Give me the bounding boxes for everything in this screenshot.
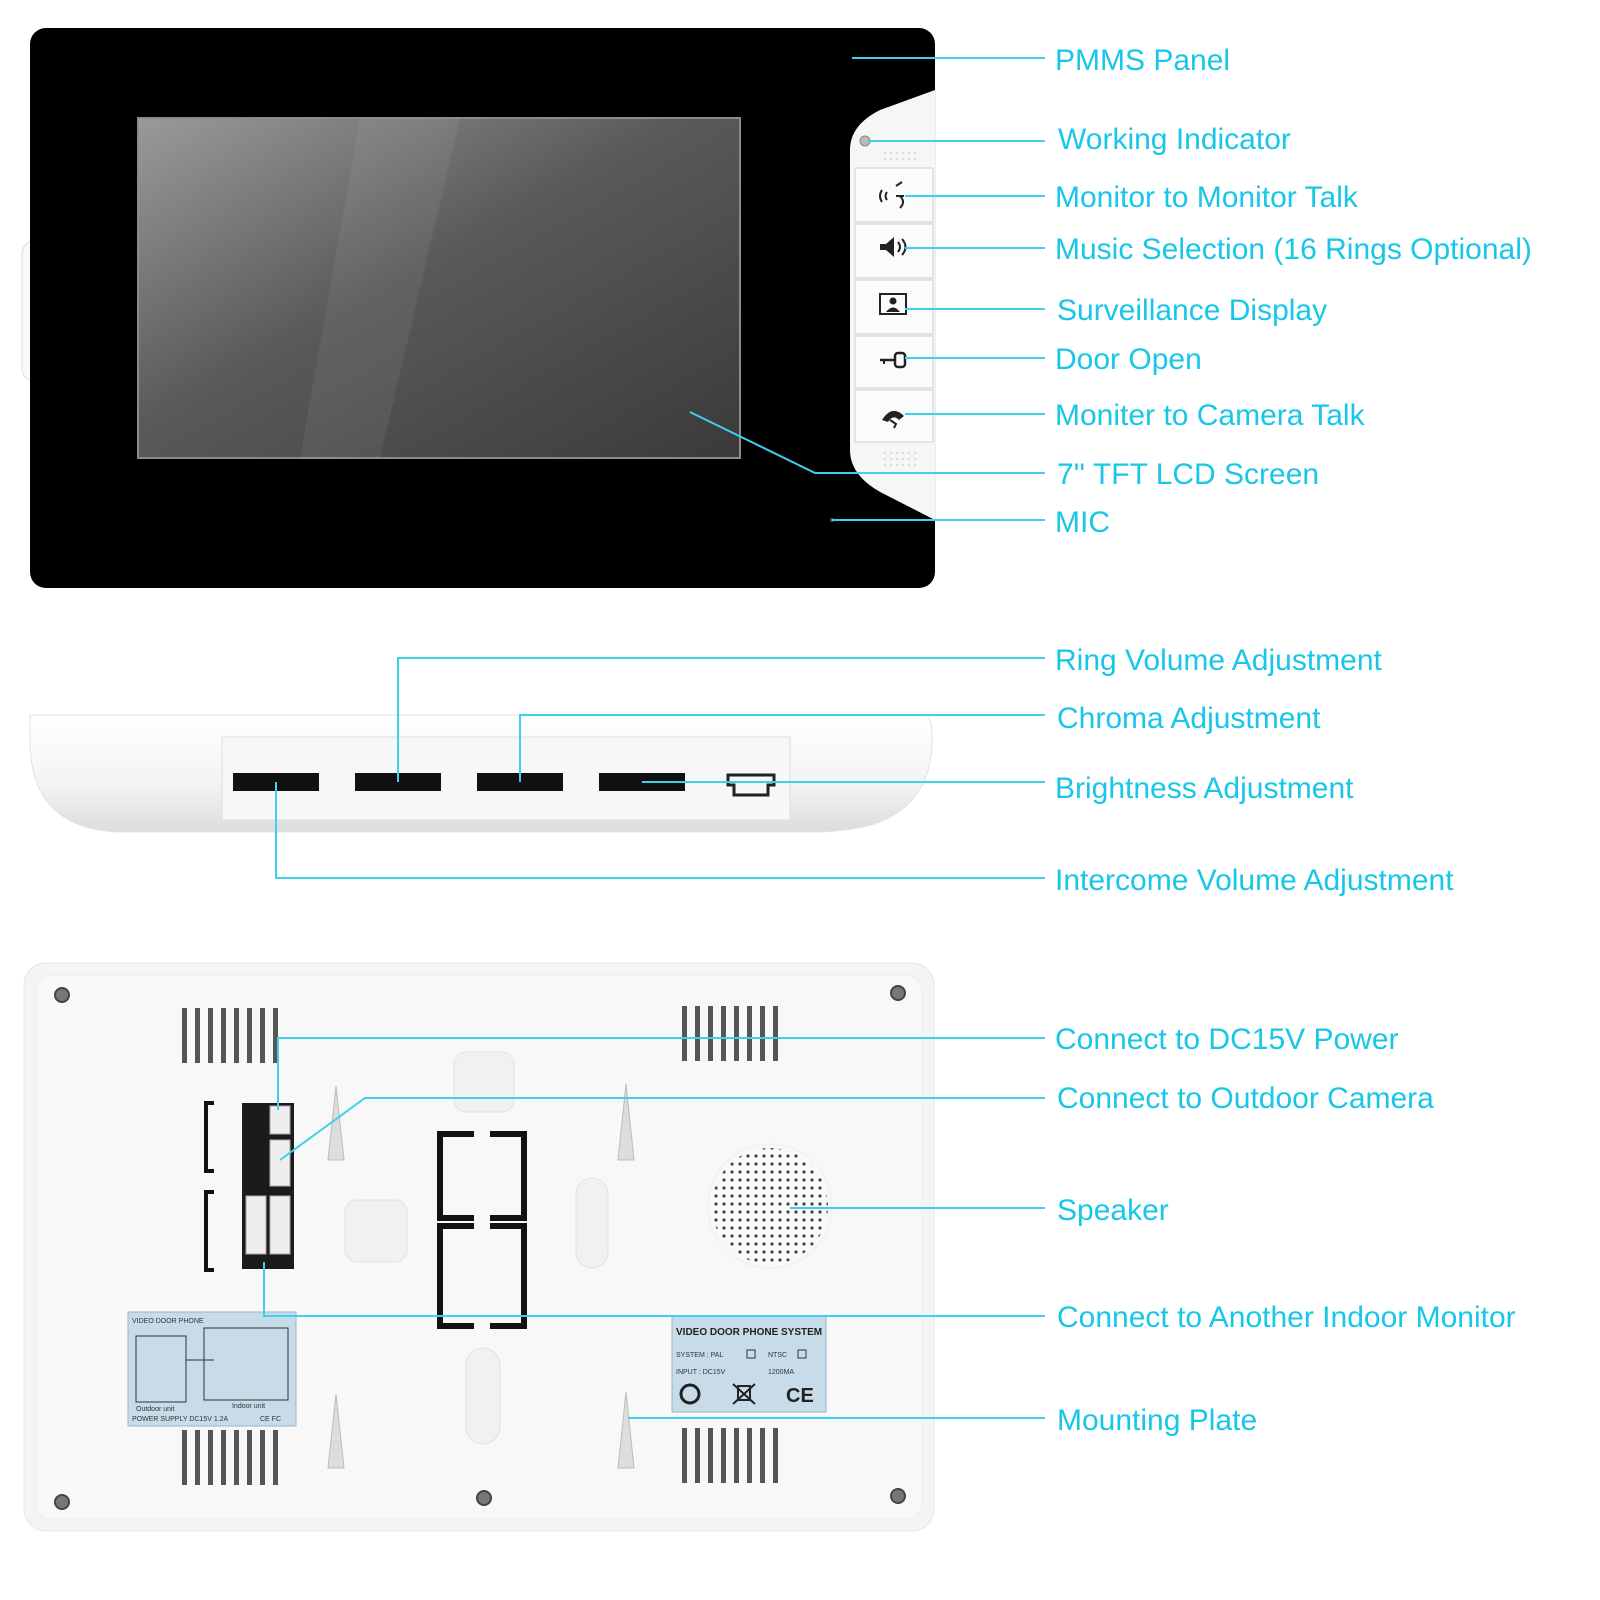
label-mounting-plate: Mounting Plate [1057, 1404, 1257, 1437]
label-music-selection: Music Selection (16 Rings Optional) [1055, 233, 1532, 266]
label-mic: MIC [1055, 506, 1110, 539]
screws [54, 985, 906, 1510]
weee-bin-icon [732, 1383, 756, 1405]
wiring-label-outdoor: Outdoor unit [136, 1406, 175, 1413]
key-icon [880, 351, 907, 369]
label-ring-volume: Ring Volume Adjustment [1055, 644, 1383, 677]
center-bracket [437, 1131, 527, 1329]
outdoor-camera-connector [269, 1139, 291, 1187]
dc-power-connector [269, 1105, 291, 1135]
sticker-title: VIDEO DOOR PHONE SYSTEM [676, 1327, 822, 1338]
label-another-monitor: Connect to Another Indoor Monitor [1057, 1301, 1516, 1334]
sticker-current: 1200MA [768, 1369, 794, 1376]
phone-talk-icon [882, 410, 904, 429]
vent-top-right [682, 1006, 778, 1061]
surveillance-button[interactable] [854, 279, 934, 335]
label-camera-talk: Moniter to Camera Talk [1055, 399, 1366, 432]
back-leaders [263, 1037, 1045, 1419]
label-chroma: Chroma Adjustment [1057, 702, 1321, 735]
indoor-monitor-connector-a [245, 1195, 267, 1255]
lcd-screen [137, 117, 741, 459]
label-monitor-talk: Monitor to Monitor Talk [1055, 181, 1359, 214]
panel-dots-bottom [880, 448, 920, 466]
front-view [21, 28, 936, 588]
label-brightness: Brightness Adjustment [1055, 772, 1354, 805]
vent-top-left [182, 1008, 278, 1063]
certification-icon [679, 1383, 701, 1405]
music-selection-button[interactable] [854, 223, 934, 279]
panel-dots-top [880, 148, 920, 162]
side-leaders [275, 657, 1045, 879]
label-door-open: Door Open [1055, 343, 1202, 376]
wiring-label-indoor: Indoor unit [232, 1403, 265, 1410]
vent-bottom-right [682, 1428, 778, 1483]
wiring-label: VIDEO DOOR PHONE Outdoor unit Indoor uni… [127, 1311, 297, 1427]
spec-sticker: VIDEO DOOR PHONE SYSTEM SYSTEM : PAL NTS… [671, 1315, 827, 1413]
sticker-ntsc: NTSC [768, 1352, 787, 1359]
wiring-label-power: POWER SUPPLY DC15V 1.2A [132, 1416, 229, 1423]
label-pmms-panel: PMMS Panel [1055, 44, 1230, 77]
sticker-system: SYSTEM : PAL [676, 1352, 723, 1359]
terminal-block [204, 1101, 294, 1272]
mounting-hooks [327, 1083, 635, 1469]
sticker-ce: CE [786, 1385, 814, 1407]
front-leaders [689, 57, 1045, 521]
monitor-talk-icon [879, 181, 904, 209]
label-lcd-screen: 7'' TFT LCD Screen [1057, 458, 1319, 491]
label-intercom-volume: Intercome Volume Adjustment [1055, 864, 1454, 897]
side-port [726, 773, 776, 797]
label-speaker: Speaker [1057, 1194, 1169, 1227]
label-working-indicator: Working Indicator [1058, 123, 1291, 156]
label-dc-power: Connect to DC15V Power [1055, 1023, 1399, 1056]
wiring-label-title: VIDEO DOOR PHONE [132, 1318, 204, 1325]
side-view [29, 714, 933, 833]
sticker-input: INPUT : DC15V [676, 1369, 726, 1376]
label-surveillance: Surveillance Display [1057, 294, 1327, 327]
speaker-grille [712, 1148, 828, 1264]
wiring-label-marks: CE FC [260, 1416, 281, 1423]
callout-labels: PMMS Panel Working Indicator Monitor to … [1055, 44, 1532, 1437]
vent-bottom-left [182, 1430, 278, 1485]
back-view: VIDEO DOOR PHONE Outdoor unit Indoor uni… [23, 962, 935, 1532]
indoor-monitor-connector-b [269, 1195, 291, 1255]
label-outdoor-camera: Connect to Outdoor Camera [1057, 1082, 1434, 1115]
surveillance-icon [879, 293, 907, 315]
front-buttons [854, 148, 934, 466]
